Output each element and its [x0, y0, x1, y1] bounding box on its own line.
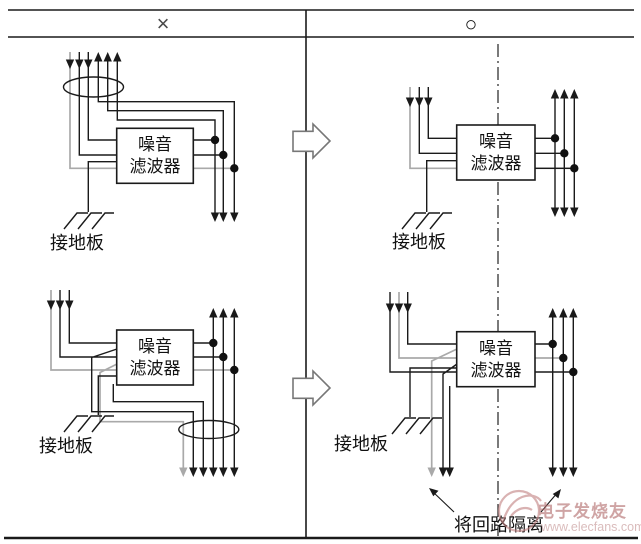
wires-black — [389, 292, 574, 470]
junction-dot — [210, 135, 220, 145]
bundle-ellipse — [178, 419, 240, 440]
junction-dot — [548, 339, 557, 349]
watermark-logo-swoosh-icon — [501, 494, 542, 523]
transition-arrow-top-icon — [292, 122, 332, 160]
noise-filter-box — [115, 127, 195, 185]
ground-symbol — [63, 212, 114, 230]
junction-dot — [219, 150, 228, 160]
note-pointer-right-head — [552, 489, 561, 499]
note-pointer-left-head — [429, 488, 439, 497]
ground-symbol — [391, 417, 442, 435]
junction-dot — [230, 365, 239, 375]
transition-arrow-bottom-icon — [292, 369, 332, 407]
filter-box-label-line1: 噪音 — [479, 132, 513, 151]
wires-black — [78, 52, 235, 213]
ground-plate-label: 接地板 — [392, 232, 446, 252]
junction-dot — [560, 149, 569, 158]
arrowheads — [385, 303, 578, 477]
filter-box-label-line1: 噪音 — [479, 339, 513, 358]
ground-plate-label: 接地板 — [50, 233, 104, 253]
filter-box-label-line2: 滤波器 — [471, 154, 522, 173]
junction-dot — [230, 164, 239, 173]
noise-filter-box — [455, 124, 536, 181]
watermark: 电子发烧友 www.elecfans.com — [497, 489, 641, 534]
col-header-correct: ○ — [465, 13, 478, 36]
junction-dot — [209, 338, 218, 348]
watermark-logo-icon — [497, 489, 541, 533]
filter-box-label-line1: 噪音 — [138, 135, 172, 154]
noise-filter-box — [115, 329, 195, 386]
col-header-wrong: × — [157, 11, 170, 36]
arrowhead-gray — [179, 467, 188, 477]
diagram-correct-top: 噪音 滤波器 接地板 — [392, 87, 579, 252]
ground-plate-label: 接地板 — [39, 436, 93, 456]
isolate-note-label: 将回路隔离 — [454, 515, 544, 535]
arrowhead-gray — [427, 467, 436, 477]
filter-box-label-line2: 滤波器 — [130, 157, 181, 176]
ground-plate-label: 接地板 — [334, 434, 388, 454]
diagram-correct-bottom: 噪音 滤波器 接地板 将回路隔离 — [334, 292, 578, 535]
ground-symbol — [63, 415, 114, 433]
wires-black — [59, 290, 235, 470]
ground-symbol — [401, 212, 452, 230]
junction-dot — [569, 367, 578, 377]
junction-dot — [550, 134, 560, 143]
junction-dot — [559, 353, 568, 363]
bundle-ellipse — [62, 76, 125, 98]
watermark-site: www.elecfans.com — [540, 520, 641, 534]
diagram-wrong-top: 噪音 滤波器 接地板 — [50, 52, 239, 253]
junction-dot — [219, 352, 228, 362]
watermark-brand: 电子发烧友 — [537, 501, 627, 521]
filter-box-label-line2: 滤波器 — [130, 359, 181, 378]
diagram-wrong-bottom: 噪音 滤波器 接地板 — [39, 290, 240, 477]
table-grid — [4, 9, 638, 540]
noise-filter-box — [455, 330, 536, 388]
junction-dot — [570, 164, 579, 173]
filter-box-label-line1: 噪音 — [138, 337, 172, 356]
note-pointer-left — [431, 490, 455, 513]
filter-box-label-line2: 滤波器 — [471, 361, 522, 380]
